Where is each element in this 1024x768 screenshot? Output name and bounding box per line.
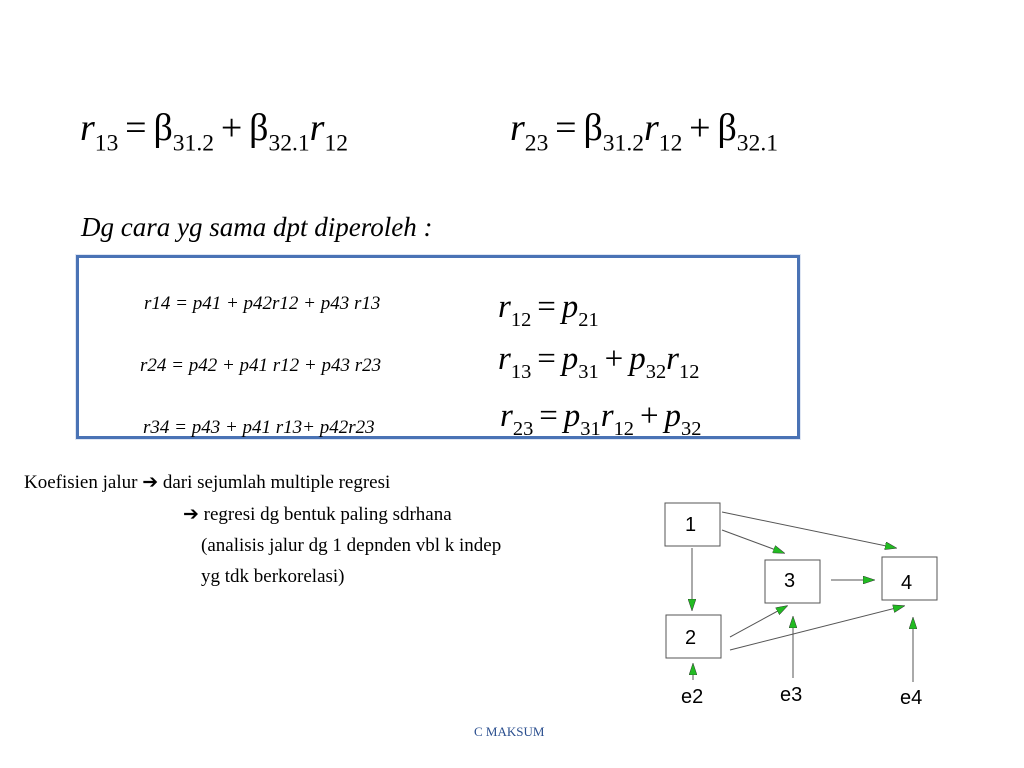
eq-subscript: 12 <box>613 418 634 441</box>
eq-subscript: 31 <box>580 418 601 441</box>
eq-symbol: r <box>80 107 95 149</box>
path-2-to-3 <box>729 606 787 638</box>
eq-operator: = <box>125 107 147 149</box>
eq-subscript: 31.2 <box>172 130 214 157</box>
eq-symbol: p <box>561 341 579 377</box>
notes-line-1: Koefisien jalur ➔ dari sejumlah multiple… <box>24 468 390 497</box>
eq-subscript: 13 <box>510 361 532 384</box>
error-e2-label: e2 <box>681 686 704 708</box>
eq-subscript: 21 <box>578 309 599 332</box>
box-equation-r13: r13=p31+p32r12 <box>498 341 699 384</box>
node-2-label: 2 <box>685 627 697 649</box>
eq-subscript: 32.1 <box>736 130 778 157</box>
path-2-to-4 <box>729 606 904 651</box>
eq-operator: = <box>555 107 577 149</box>
eq-subscript: 23 <box>512 418 534 441</box>
eq-symbol: r <box>498 289 511 325</box>
eq-symbol: β <box>717 107 737 149</box>
eq-symbol: p <box>561 289 579 325</box>
notes-text: regresi dg bentuk paling sdrhana <box>198 504 452 525</box>
footer-author: C MAKSUM <box>474 724 545 739</box>
eq-operator: + <box>220 107 243 149</box>
eq-symbol: r <box>309 107 325 149</box>
eq-symbol: r <box>510 107 525 149</box>
eq-symbol: r <box>644 107 659 149</box>
notes-line-2: ➔ regresi dg bentuk paling sdrhana <box>183 500 452 529</box>
eq-operator: = <box>539 398 558 434</box>
eq-symbol: β <box>583 107 603 149</box>
top-equation-left: r13=β31.2+β32.1r12 <box>80 106 348 158</box>
right-arrow-icon: ➔ <box>183 504 199 525</box>
path-equation-r24: r24 = p42 + p41 r12 + p43 r23 <box>140 355 382 376</box>
eq-symbol: r <box>498 341 511 377</box>
eq-subscript: 13 <box>94 130 119 157</box>
right-arrow-icon: ➔ <box>142 472 159 493</box>
notes-line-4: yg tdk berkorelasi) <box>201 566 345 587</box>
path-1-to-4 <box>721 511 896 548</box>
eq-subscript: 31.2 <box>602 130 644 157</box>
eq-subscript: 12 <box>324 130 348 157</box>
eq-subscript: 32 <box>645 361 667 384</box>
error-e3-label: e3 <box>780 684 803 706</box>
eq-subscript: 12 <box>510 309 532 332</box>
box-equation-r12: r12=p21 <box>498 289 599 332</box>
notes-text: Koefisien jalur <box>24 472 143 493</box>
top-equation-right: r23=β31.2r12+β32.1 <box>510 106 778 158</box>
node-4-label: 4 <box>901 572 913 594</box>
eq-subscript: 23 <box>524 130 549 157</box>
path-equation-r14: r14 = p41 + p42r12 + p43 r13 <box>144 293 381 314</box>
notes-line-3: (analisis jalur dg 1 depnden vbl k indep <box>201 535 502 556</box>
eq-operator: + <box>689 107 711 149</box>
error-e4-label: e4 <box>900 687 923 709</box>
eq-symbol: β <box>153 107 173 149</box>
eq-subscript: 12 <box>658 130 683 157</box>
eq-symbol: β <box>249 107 269 149</box>
node-3-label: 3 <box>784 570 796 592</box>
path-1-to-3 <box>721 529 784 553</box>
eq-symbol: p <box>563 398 581 434</box>
eq-symbol: p <box>629 341 646 377</box>
box-equation-r23: r23=p31r12+p32 <box>500 398 701 441</box>
eq-operator: + <box>604 341 624 377</box>
eq-operator: = <box>537 289 556 325</box>
eq-symbol: r <box>500 398 513 434</box>
equations-box <box>76 255 800 439</box>
eq-symbol: r <box>600 398 614 434</box>
eq-operator: = <box>537 341 556 377</box>
notes-text: dari sejumlah multiple regresi <box>158 472 391 493</box>
eq-symbol: p <box>664 398 682 434</box>
eq-subscript: 32.1 <box>268 130 310 157</box>
eq-symbol: r <box>666 341 679 377</box>
node-1-label: 1 <box>685 514 697 536</box>
eq-operator: + <box>639 398 659 434</box>
section-heading: Dg cara yg sama dpt diperoleh : <box>81 212 433 242</box>
path-equation-r34: r34 = p43 + p41 r13+ p42r23 <box>143 417 375 438</box>
eq-subscript: 32 <box>681 418 702 441</box>
eq-subscript: 12 <box>679 361 700 384</box>
eq-subscript: 31 <box>578 361 599 384</box>
